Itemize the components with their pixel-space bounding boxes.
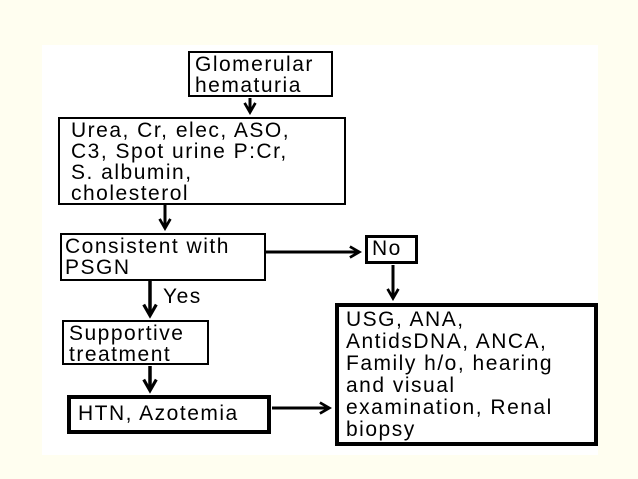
node-initial-workup: Urea, Cr, elec, ASO, C3, Spot urine P:Cr… <box>58 117 346 205</box>
node-glomerular-hematuria: Glomerular hematuria <box>188 51 333 97</box>
node-supportive-treatment: Supportive treatment <box>62 320 209 365</box>
node-htn-azotemia: HTN, Azotemia <box>67 395 271 434</box>
node-no-branch: No <box>365 235 418 264</box>
edge-label-yes: Yes <box>163 285 202 308</box>
node-consistent-with-psgn: Consistent with PSGN <box>60 233 266 281</box>
node-further-workup: USG, ANA, AntidsDNA, ANCA, Family h/o, h… <box>335 303 598 446</box>
